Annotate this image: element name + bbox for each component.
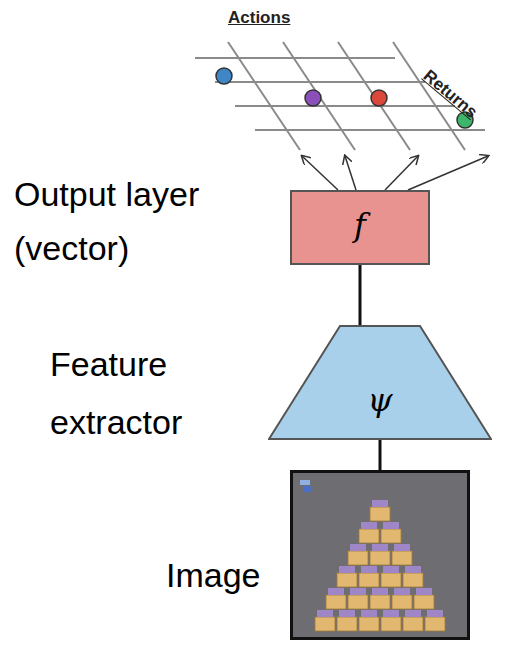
connector-line: [380, 440, 381, 470]
output-layer-box: fOutput layer (vector): [290, 190, 430, 265]
image-box: Image: [290, 470, 470, 640]
feature-extractor-trapezoid: ψFeature extractor: [268, 325, 492, 440]
node-heading: Feature extractor: [50, 345, 182, 441]
axis-label: Actions: [228, 8, 290, 28]
node-heading: Output layer (vector): [14, 175, 199, 267]
function-symbol: f: [292, 206, 428, 244]
function-symbol: ψ: [268, 381, 492, 419]
node-heading: Image: [166, 556, 261, 594]
connector-line: [360, 265, 361, 325]
